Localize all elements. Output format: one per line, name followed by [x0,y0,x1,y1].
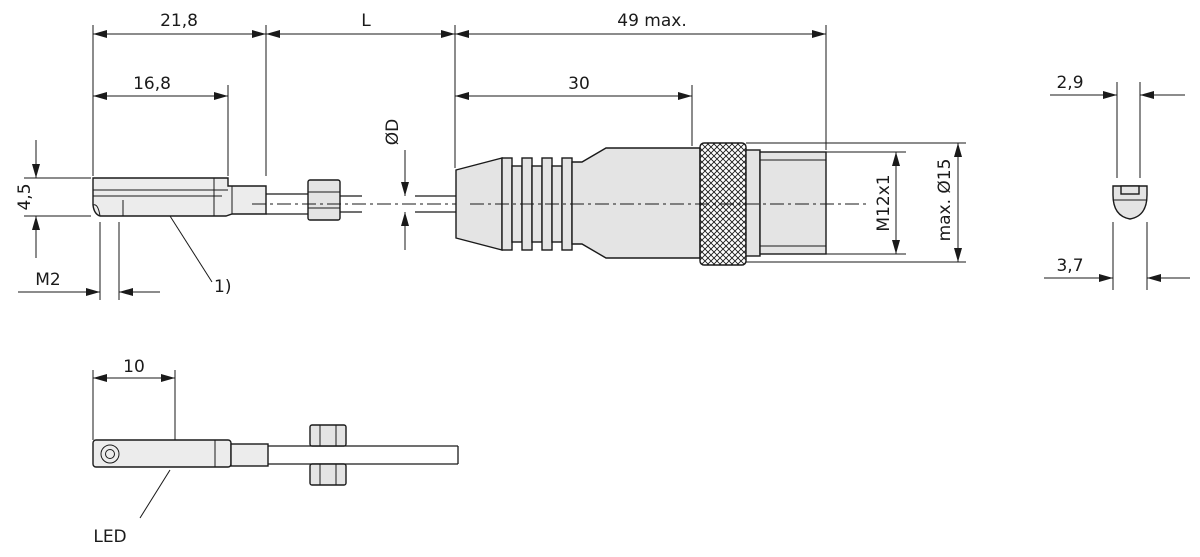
dim-label-phi-D: ØD [383,119,403,145]
dim-label-M12x1: M12x1 [874,174,894,231]
dim-label-30: 30 [568,74,590,94]
dimension-m12x1 [826,151,906,255]
dim-label-10: 10 [123,357,145,377]
dim-label-4-5: 4,5 [15,183,35,210]
sensor-end-view [1044,82,1190,290]
dimension-cable-diameter [401,150,409,250]
sensor-side-view [92,177,458,221]
dimension-m2 [18,222,160,300]
sensor-top-view [92,370,459,519]
dim-label-L: L [361,11,371,31]
leader-1 [169,215,213,283]
callout-ref-1: 1) [214,277,231,297]
dim-label-3-7: 3,7 [1056,256,1083,276]
dim-label-16-8: 16,8 [133,74,171,94]
m12-connector [455,142,870,266]
dim-label-2-9: 2,9 [1056,73,1083,93]
dimension-height-4-5 [24,140,91,258]
dim-label-21-8: 21,8 [160,11,198,31]
dim-label-max-15: max. Ø15 [935,159,955,242]
dim-label-M2: M2 [35,270,60,290]
dimension-max-15 [746,142,966,263]
dim-label-49-max: 49 max. [617,11,686,31]
callout-led: LED [93,527,126,547]
dimension-lines-top [92,25,827,176]
